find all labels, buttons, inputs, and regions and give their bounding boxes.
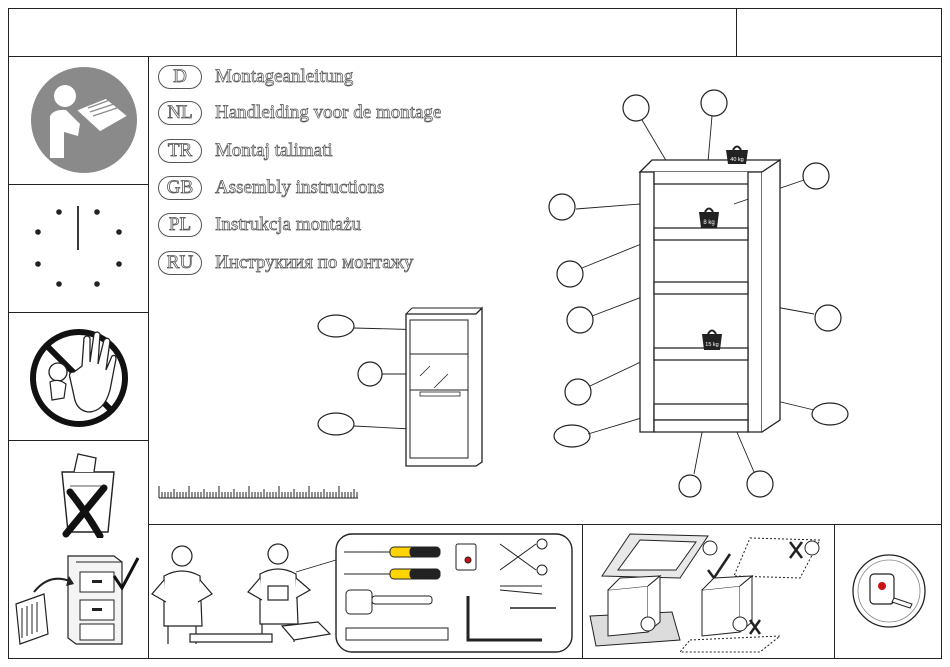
tools-illustration (150, 530, 580, 656)
lang-code-badge: NL (158, 101, 202, 125)
lang-title: Montaj talimati (215, 140, 333, 162)
weight-top-label: 40 kg (730, 157, 743, 163)
tape-measure-icon (850, 552, 928, 630)
dispose-packaging-icon (56, 452, 120, 538)
lang-code-badge: D (158, 65, 202, 89)
lang-code-badge: GB (158, 176, 202, 200)
lang-code-badge: TR (158, 139, 202, 163)
lang-row-gb: GB Assembly instructions (158, 175, 384, 201)
read-manual-icon (30, 66, 138, 174)
no-children-icon (22, 326, 136, 430)
clock-icon (24, 198, 132, 298)
lang-row-d: D Montageanleitung (158, 64, 353, 90)
file-cabinet-icon (14, 552, 142, 652)
cabinet-parts-diagram: 40 kg 8 kg 15 kg (548, 88, 854, 500)
weight-shelf-lower-label: 15 kg (705, 342, 718, 348)
lang-row-pl: PL Instrukcja montażu (158, 212, 361, 238)
floor-protection-illustration (584, 528, 832, 656)
lang-row-nl: NL Handleiding voor de montage (158, 100, 441, 126)
assembled-cabinet-diagram (316, 306, 496, 472)
lang-code-badge: PL (158, 213, 202, 237)
header-title-box (8, 8, 737, 57)
lang-code-badge: RU (158, 251, 202, 275)
lang-row-tr: TR Montaj talimati (158, 138, 333, 164)
weight-shelf-upper-label: 8 kg (703, 220, 714, 226)
lang-row-ru: RU Инструкиия по монтажу (158, 250, 413, 276)
header-code-box (736, 8, 942, 57)
lang-title: Montageanleitung (215, 66, 353, 88)
lang-title: Instrukcja montażu (215, 214, 361, 236)
lang-title: Handleiding voor de montage (215, 102, 441, 124)
lang-title: Инструкиия по монтажу (215, 252, 413, 274)
scale-ruler (158, 482, 360, 502)
lang-title: Assembly instructions (215, 177, 384, 199)
